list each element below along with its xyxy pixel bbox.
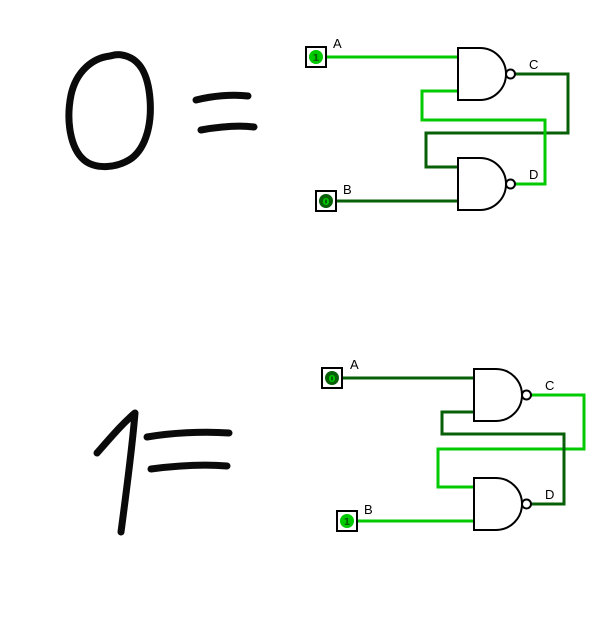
handwritten-equals-top-bar	[192, 91, 252, 104]
input-pin-value: 1	[313, 53, 320, 64]
input-pin-value: 0	[329, 374, 336, 385]
label-output-c: C	[545, 378, 554, 393]
input-pin-state-dot[interactable]	[319, 194, 333, 208]
inversion-bubble	[505, 68, 516, 80]
handwritten-one	[93, 409, 139, 536]
input-pin-value: 0	[323, 197, 330, 208]
wire-feedback-from-d[interactable]	[420, 89, 547, 186]
nand-gate-body	[473, 368, 523, 422]
handwritten-equals-top-bar	[143, 428, 233, 441]
input-pin-state-dot[interactable]	[325, 371, 339, 385]
nand-gate-top	[473, 368, 532, 422]
input-pin-a[interactable]: 1	[305, 46, 327, 68]
circuit-top-sr-latch: 1 A 0 B C D	[305, 36, 570, 212]
label-output-c: C	[529, 57, 538, 72]
input-pin-a[interactable]: 0	[321, 367, 343, 389]
label-input-a: A	[350, 357, 359, 372]
label-input-b: B	[343, 182, 352, 197]
nand-gate-body	[457, 157, 507, 211]
nand-gate-bottom	[457, 157, 516, 211]
input-pin-b[interactable]: 0	[315, 190, 337, 212]
handwritten-equals-bottom-bar	[147, 461, 231, 473]
label-input-a: A	[333, 36, 342, 51]
label-output-d: D	[545, 487, 554, 502]
nand-gate-body	[473, 477, 523, 531]
input-pin-state-dot[interactable]	[309, 50, 323, 64]
wire-feedback-from-d[interactable]	[440, 410, 566, 506]
handwritten-annotation-bottom	[93, 409, 233, 536]
handwritten-zero	[65, 51, 154, 170]
handwritten-equals-bottom-bar	[197, 122, 258, 134]
handwritten-annotation-top	[65, 51, 258, 170]
input-pin-b[interactable]: 1	[336, 510, 358, 532]
wire-feedback-from-c[interactable]	[436, 393, 586, 489]
input-pin-value: 1	[344, 517, 351, 528]
nand-gate-top	[457, 47, 516, 101]
nand-gate-bottom	[473, 477, 532, 531]
label-input-b: B	[364, 502, 373, 517]
inversion-bubble	[521, 498, 532, 510]
inversion-bubble	[505, 178, 516, 190]
circuit-bottom-sr-latch: 0 A 1 B C D	[321, 357, 586, 532]
nand-gate-body	[457, 47, 507, 101]
inversion-bubble	[521, 389, 532, 401]
label-output-d: D	[529, 167, 538, 182]
input-pin-state-dot[interactable]	[340, 514, 354, 528]
wire-feedback-from-c[interactable]	[424, 72, 570, 169]
